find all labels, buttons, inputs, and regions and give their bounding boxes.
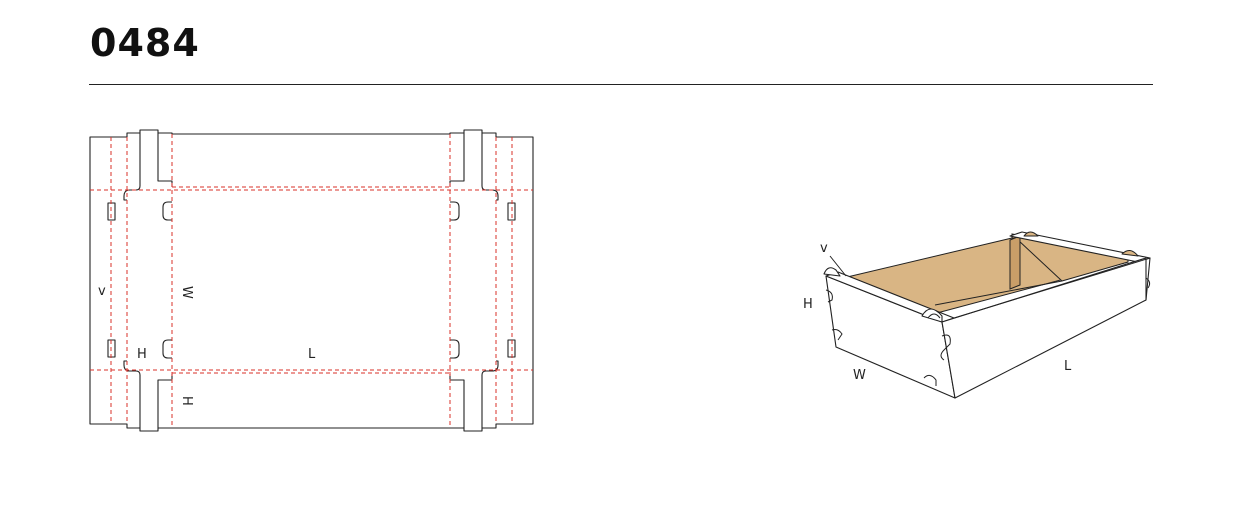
iso-label-w: W <box>853 368 866 383</box>
iso-label-h: H <box>803 297 813 312</box>
iso-label-v: v <box>820 241 828 256</box>
lock-slot <box>450 201 460 221</box>
tray-back-tab <box>1121 250 1139 257</box>
lock-tab <box>107 202 116 221</box>
tray-v-pointer <box>829 255 847 277</box>
tray-corner-tab <box>823 267 841 277</box>
tray-lock-notch <box>825 289 833 303</box>
tray-corner-post <box>1009 235 1021 290</box>
flat-label-w: W <box>179 286 194 299</box>
iso-label-l: L <box>1064 359 1072 374</box>
tray-front-tab-2 <box>927 313 941 319</box>
flat-label-h-bottom: H <box>179 396 194 406</box>
tray-lock-notch <box>831 329 843 341</box>
slot-top-left <box>123 133 141 201</box>
lock-slot <box>450 339 460 359</box>
tray-front-long-wall <box>941 257 1147 399</box>
tray-back-tab <box>1023 231 1039 237</box>
tray-long-wall-top-edge <box>953 257 1151 319</box>
title-divider <box>89 84 1153 85</box>
dieline-outline <box>89 129 534 432</box>
slot-bottom-right <box>481 360 499 428</box>
lock-slot <box>162 339 172 359</box>
flat-label-v: v <box>98 284 106 299</box>
tray-side-notch <box>940 334 951 361</box>
slot-bottom-left-2 <box>157 374 173 428</box>
lock-tab <box>107 339 116 358</box>
flat-label-l: L <box>308 347 316 362</box>
page-title: 0484 <box>90 21 200 65</box>
lock-tab <box>507 202 516 221</box>
tray-side-notch <box>1145 277 1151 289</box>
tray-lock-notch <box>923 374 937 386</box>
slot-bottom-right-2 <box>449 374 465 428</box>
slot-bottom-left <box>123 360 141 428</box>
lock-tab <box>507 339 516 358</box>
flat-label-h: H <box>137 347 147 362</box>
lock-slot <box>162 201 172 221</box>
tray-floor-crease <box>934 280 1063 306</box>
